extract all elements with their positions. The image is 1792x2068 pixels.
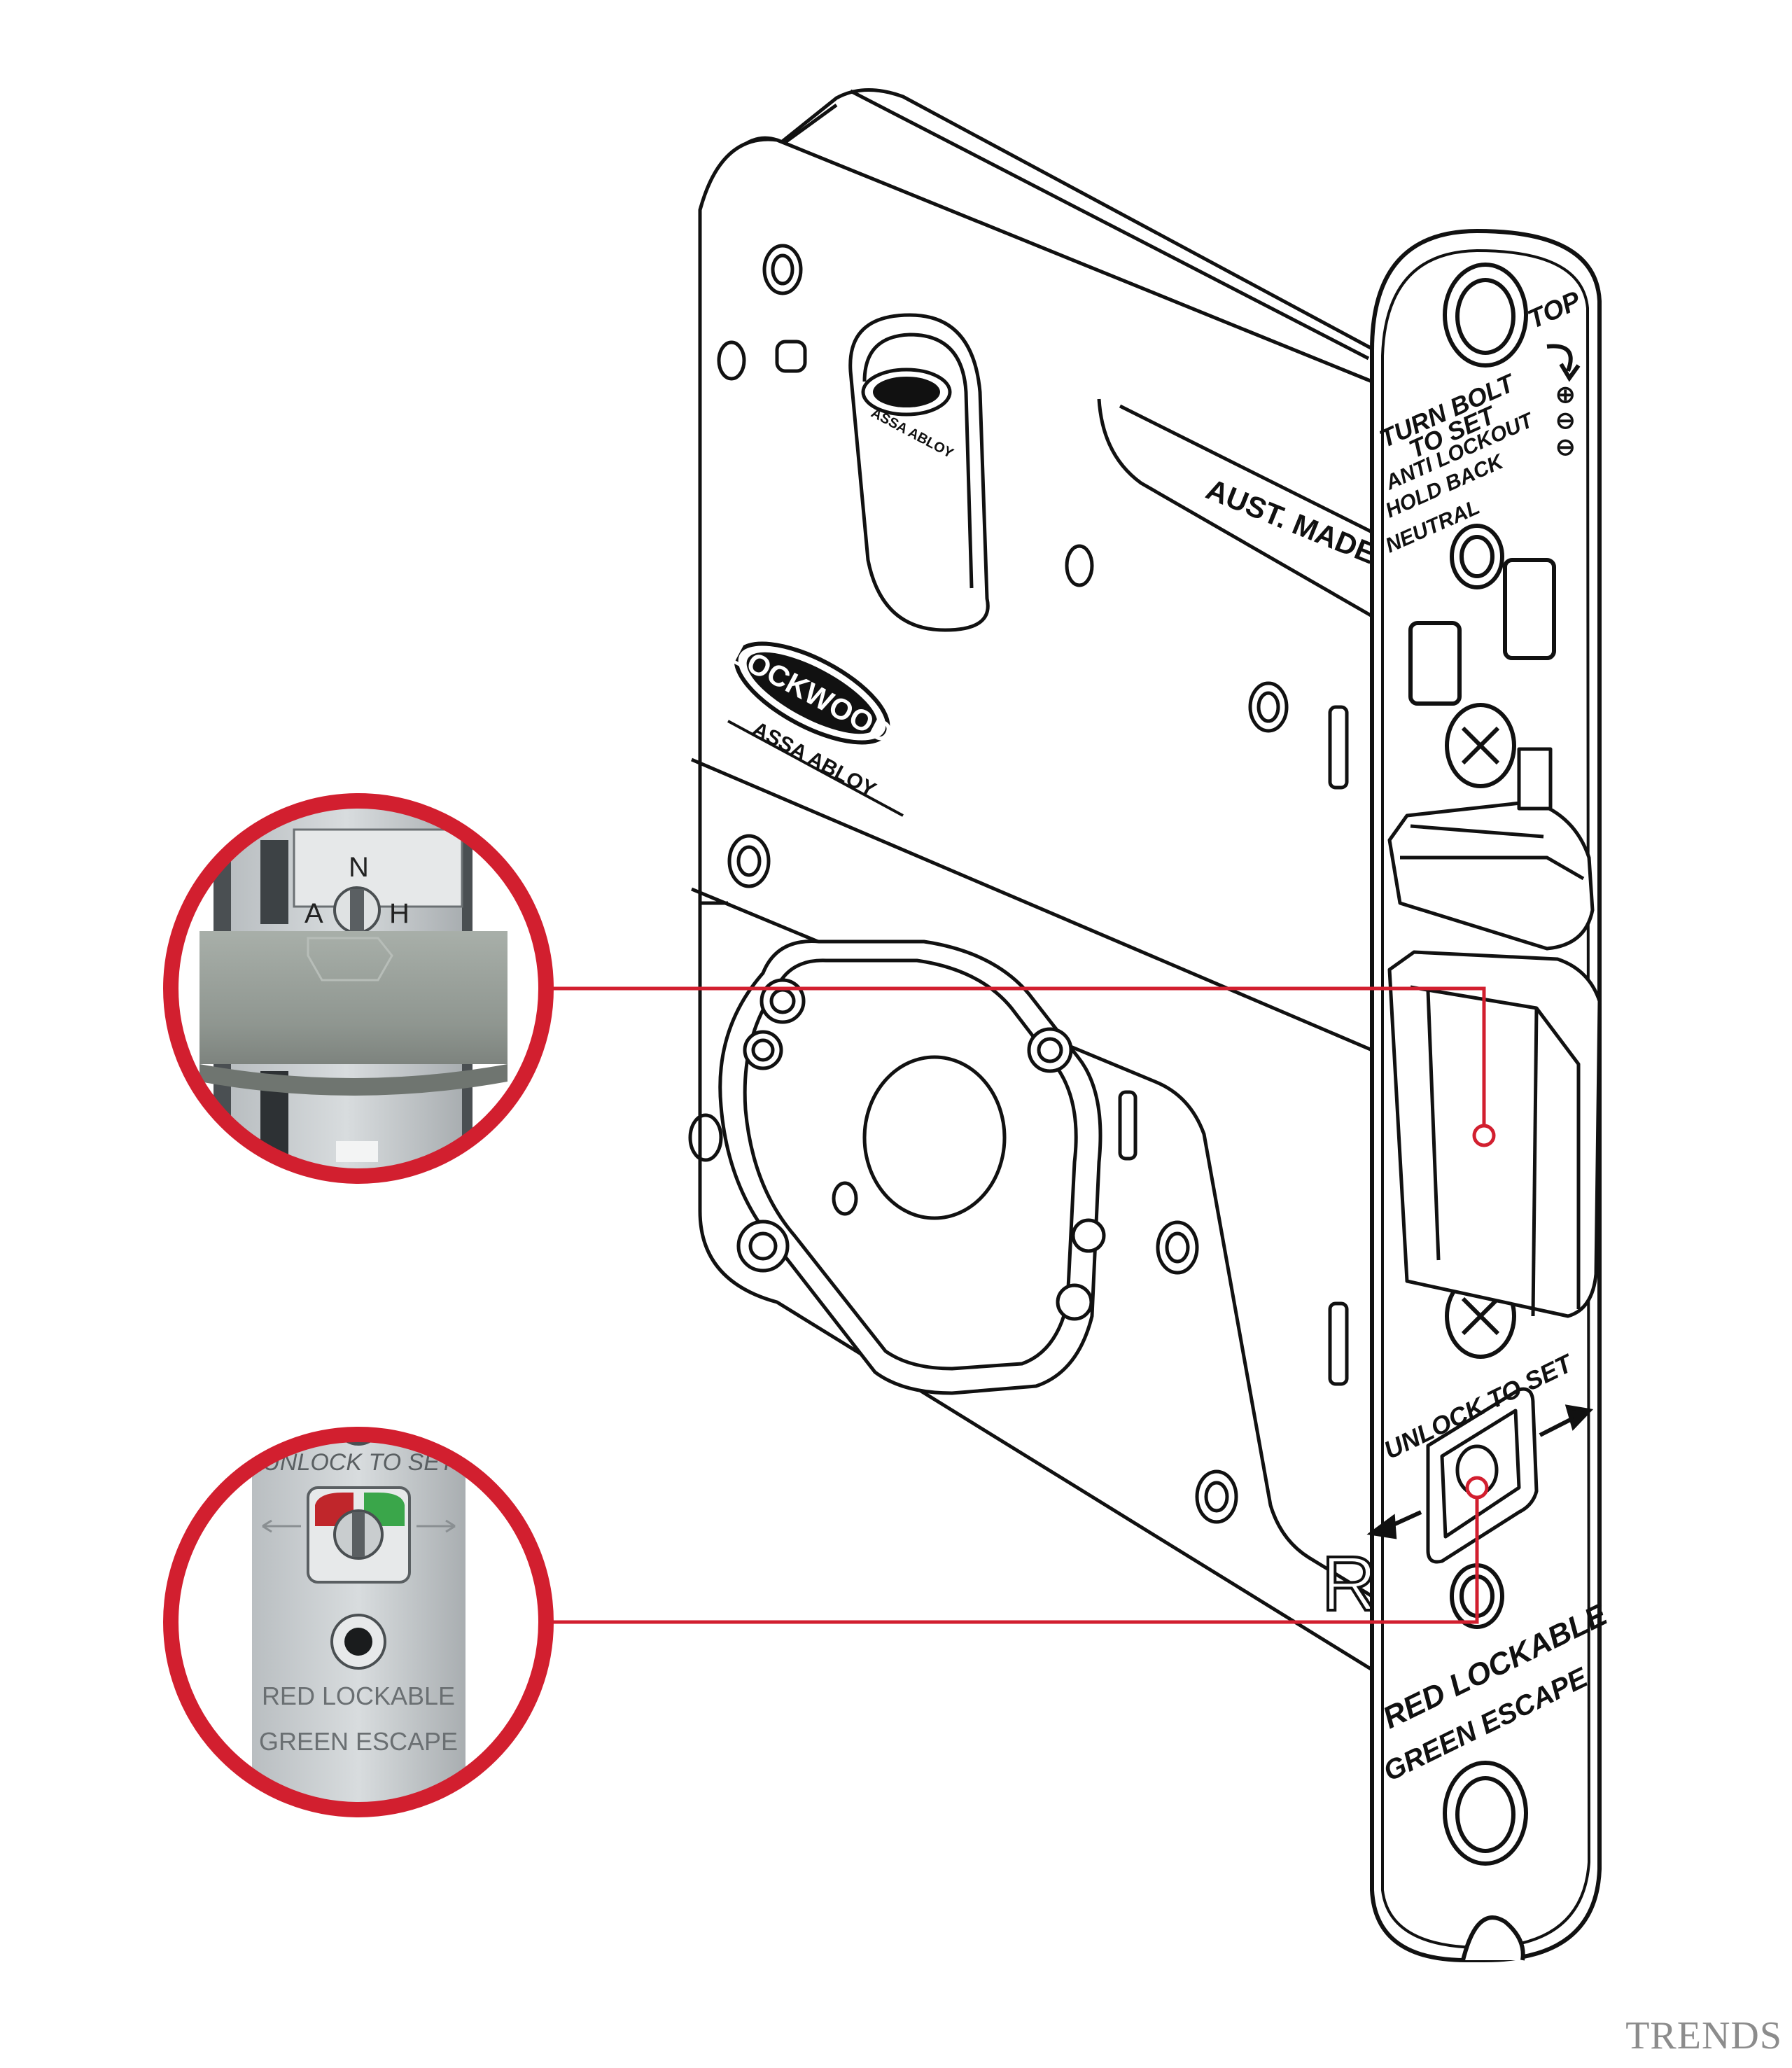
lock-case — [688, 88, 1374, 1672]
zoom-green-escape: GREEN ESCAPE — [259, 1727, 458, 1756]
switch-letter-a: A — [304, 898, 323, 929]
indicator-window — [1426, 1387, 1539, 1564]
mode-symbols: ⊕ ⊖ ⊖ — [1555, 382, 1576, 461]
callout-dot-top — [1472, 1124, 1496, 1147]
indicator-arrows — [1366, 1404, 1594, 1539]
callout-dot-bottom — [1465, 1476, 1489, 1500]
turn-arrow-icon — [1546, 344, 1581, 382]
trends-watermark: TRENDS — [1625, 2014, 1782, 2057]
callout-lines — [548, 986, 1496, 1624]
hand-mark-r: R — [1322, 1541, 1377, 1627]
mode-symbol-neutral: ⊖ — [1555, 434, 1576, 461]
switch-letter-n: N — [349, 852, 369, 883]
lock-hub — [718, 939, 1106, 1395]
screw-icons — [1461, 726, 1500, 1336]
zoom-callout-bottom: UNLOCK TO SET RED LOCKABLE GREEN ESCAPE — [163, 1427, 554, 1817]
mode-symbol-hold-back: ⊖ — [1555, 407, 1576, 434]
switch-letter-h: H — [389, 898, 410, 929]
zoom-callout-top: N A H — [163, 793, 554, 1184]
callout-line-bottom — [548, 1497, 1479, 1624]
latch-bolt — [1387, 747, 1595, 951]
zoom-red-lockable: RED LOCKABLE — [262, 1682, 455, 1710]
callout-line-top — [548, 986, 1486, 1133]
mode-symbol-anti-lockout: ⊕ — [1555, 382, 1576, 408]
